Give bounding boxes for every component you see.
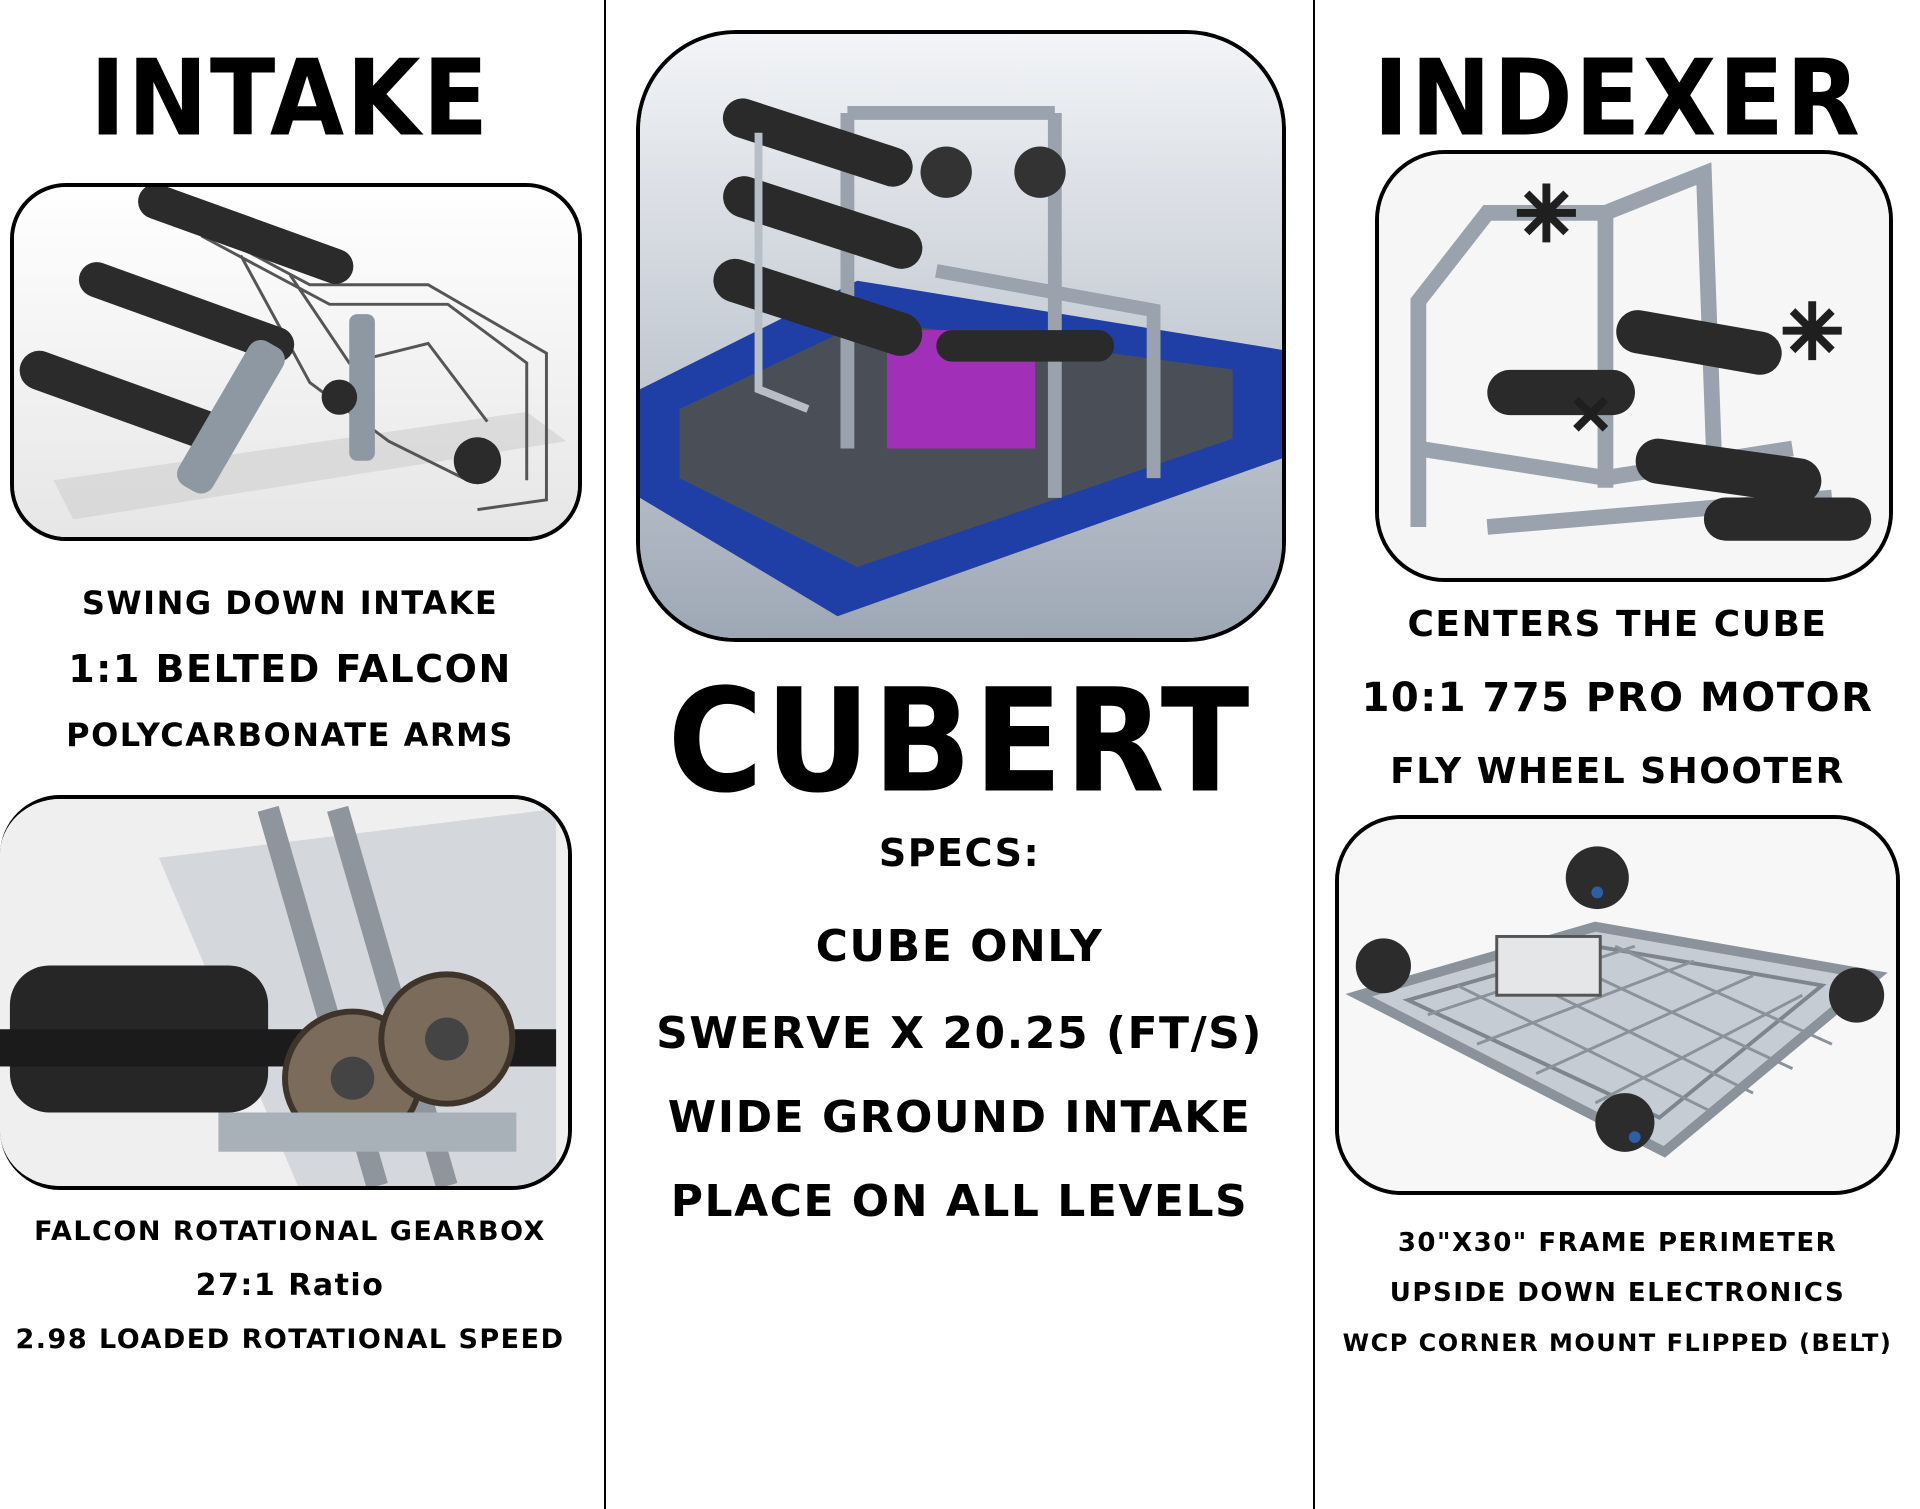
robot-render-image bbox=[640, 34, 1282, 638]
indexer-render-panel bbox=[1375, 150, 1893, 582]
caption-line: UPSIDE DOWN ELECTRONICS bbox=[1389, 1278, 1846, 1308]
indexer-title: INDEXER bbox=[1373, 36, 1862, 160]
caption-line: FALCON ROTATIONAL GEARBOX bbox=[34, 1216, 546, 1247]
intake-top-caption: SWING DOWN INTAKE 1:1 BELTED FALCON POLY… bbox=[0, 570, 580, 768]
specs-block: SPECS: CUBE ONLY SWERVE X 20.25 (FT/S) W… bbox=[606, 818, 1313, 1244]
caption-line: POLYCARBONATE ARMS bbox=[66, 716, 514, 754]
spec-item: PLACE ON ALL LEVELS bbox=[670, 1176, 1249, 1227]
caption-line: 2.98 LOADED ROTATIONAL SPEED bbox=[15, 1324, 565, 1355]
left-column: INTAKE bbox=[0, 0, 604, 1509]
caption-line: FLY WHEEL SHOOTER bbox=[1390, 751, 1845, 792]
indexer-caption: CENTERS THE CUBE 10:1 775 PRO MOTOR FLY … bbox=[1315, 590, 1920, 808]
caption-line: 1:1 BELTED FALCON bbox=[68, 647, 512, 691]
divider-right bbox=[1313, 0, 1315, 1509]
robot-render-panel bbox=[636, 30, 1286, 642]
gearbox-render-panel bbox=[0, 795, 572, 1190]
gearbox-caption: FALCON ROTATIONAL GEARBOX 27:1 Ratio 2.9… bbox=[0, 1205, 580, 1367]
gearbox-render-image bbox=[0, 799, 568, 1186]
right-column: INDEXER CENTERS THE CUBE bbox=[1315, 0, 1920, 1509]
specs-label: SPECS: bbox=[878, 831, 1041, 875]
caption-line: 10:1 775 PRO MOTOR bbox=[1361, 675, 1874, 721]
intake-render-panel bbox=[10, 183, 582, 541]
indexer-render-image bbox=[1379, 154, 1889, 578]
frame-render-panel bbox=[1335, 815, 1900, 1195]
caption-line: 30"x30" FRAME PERIMETER bbox=[1397, 1228, 1838, 1258]
frame-render-image bbox=[1339, 819, 1896, 1191]
caption-line: WCP CORNER MOUNT FLIPPED (BELT) bbox=[1342, 1329, 1893, 1357]
divider-left bbox=[604, 0, 606, 1509]
intake-render-image bbox=[14, 187, 578, 537]
spec-item: SWERVE X 20.25 (FT/S) bbox=[656, 1008, 1263, 1059]
center-column: CUBERT SPECS: CUBE ONLY SWERVE X 20.25 (… bbox=[606, 0, 1313, 1509]
caption-line: SWING DOWN INTAKE bbox=[81, 584, 499, 622]
caption-line: CENTERS THE CUBE bbox=[1407, 604, 1828, 645]
spec-item: CUBE ONLY bbox=[815, 921, 1104, 972]
caption-line: 27:1 Ratio bbox=[195, 1268, 385, 1303]
spec-item: WIDE GROUND INTAKE bbox=[667, 1092, 1252, 1143]
frame-caption: 30"x30" FRAME PERIMETER UPSIDE DOWN ELEC… bbox=[1315, 1218, 1920, 1368]
intake-title: INTAKE bbox=[89, 36, 491, 160]
robot-name-title: CUBERT bbox=[667, 657, 1252, 825]
